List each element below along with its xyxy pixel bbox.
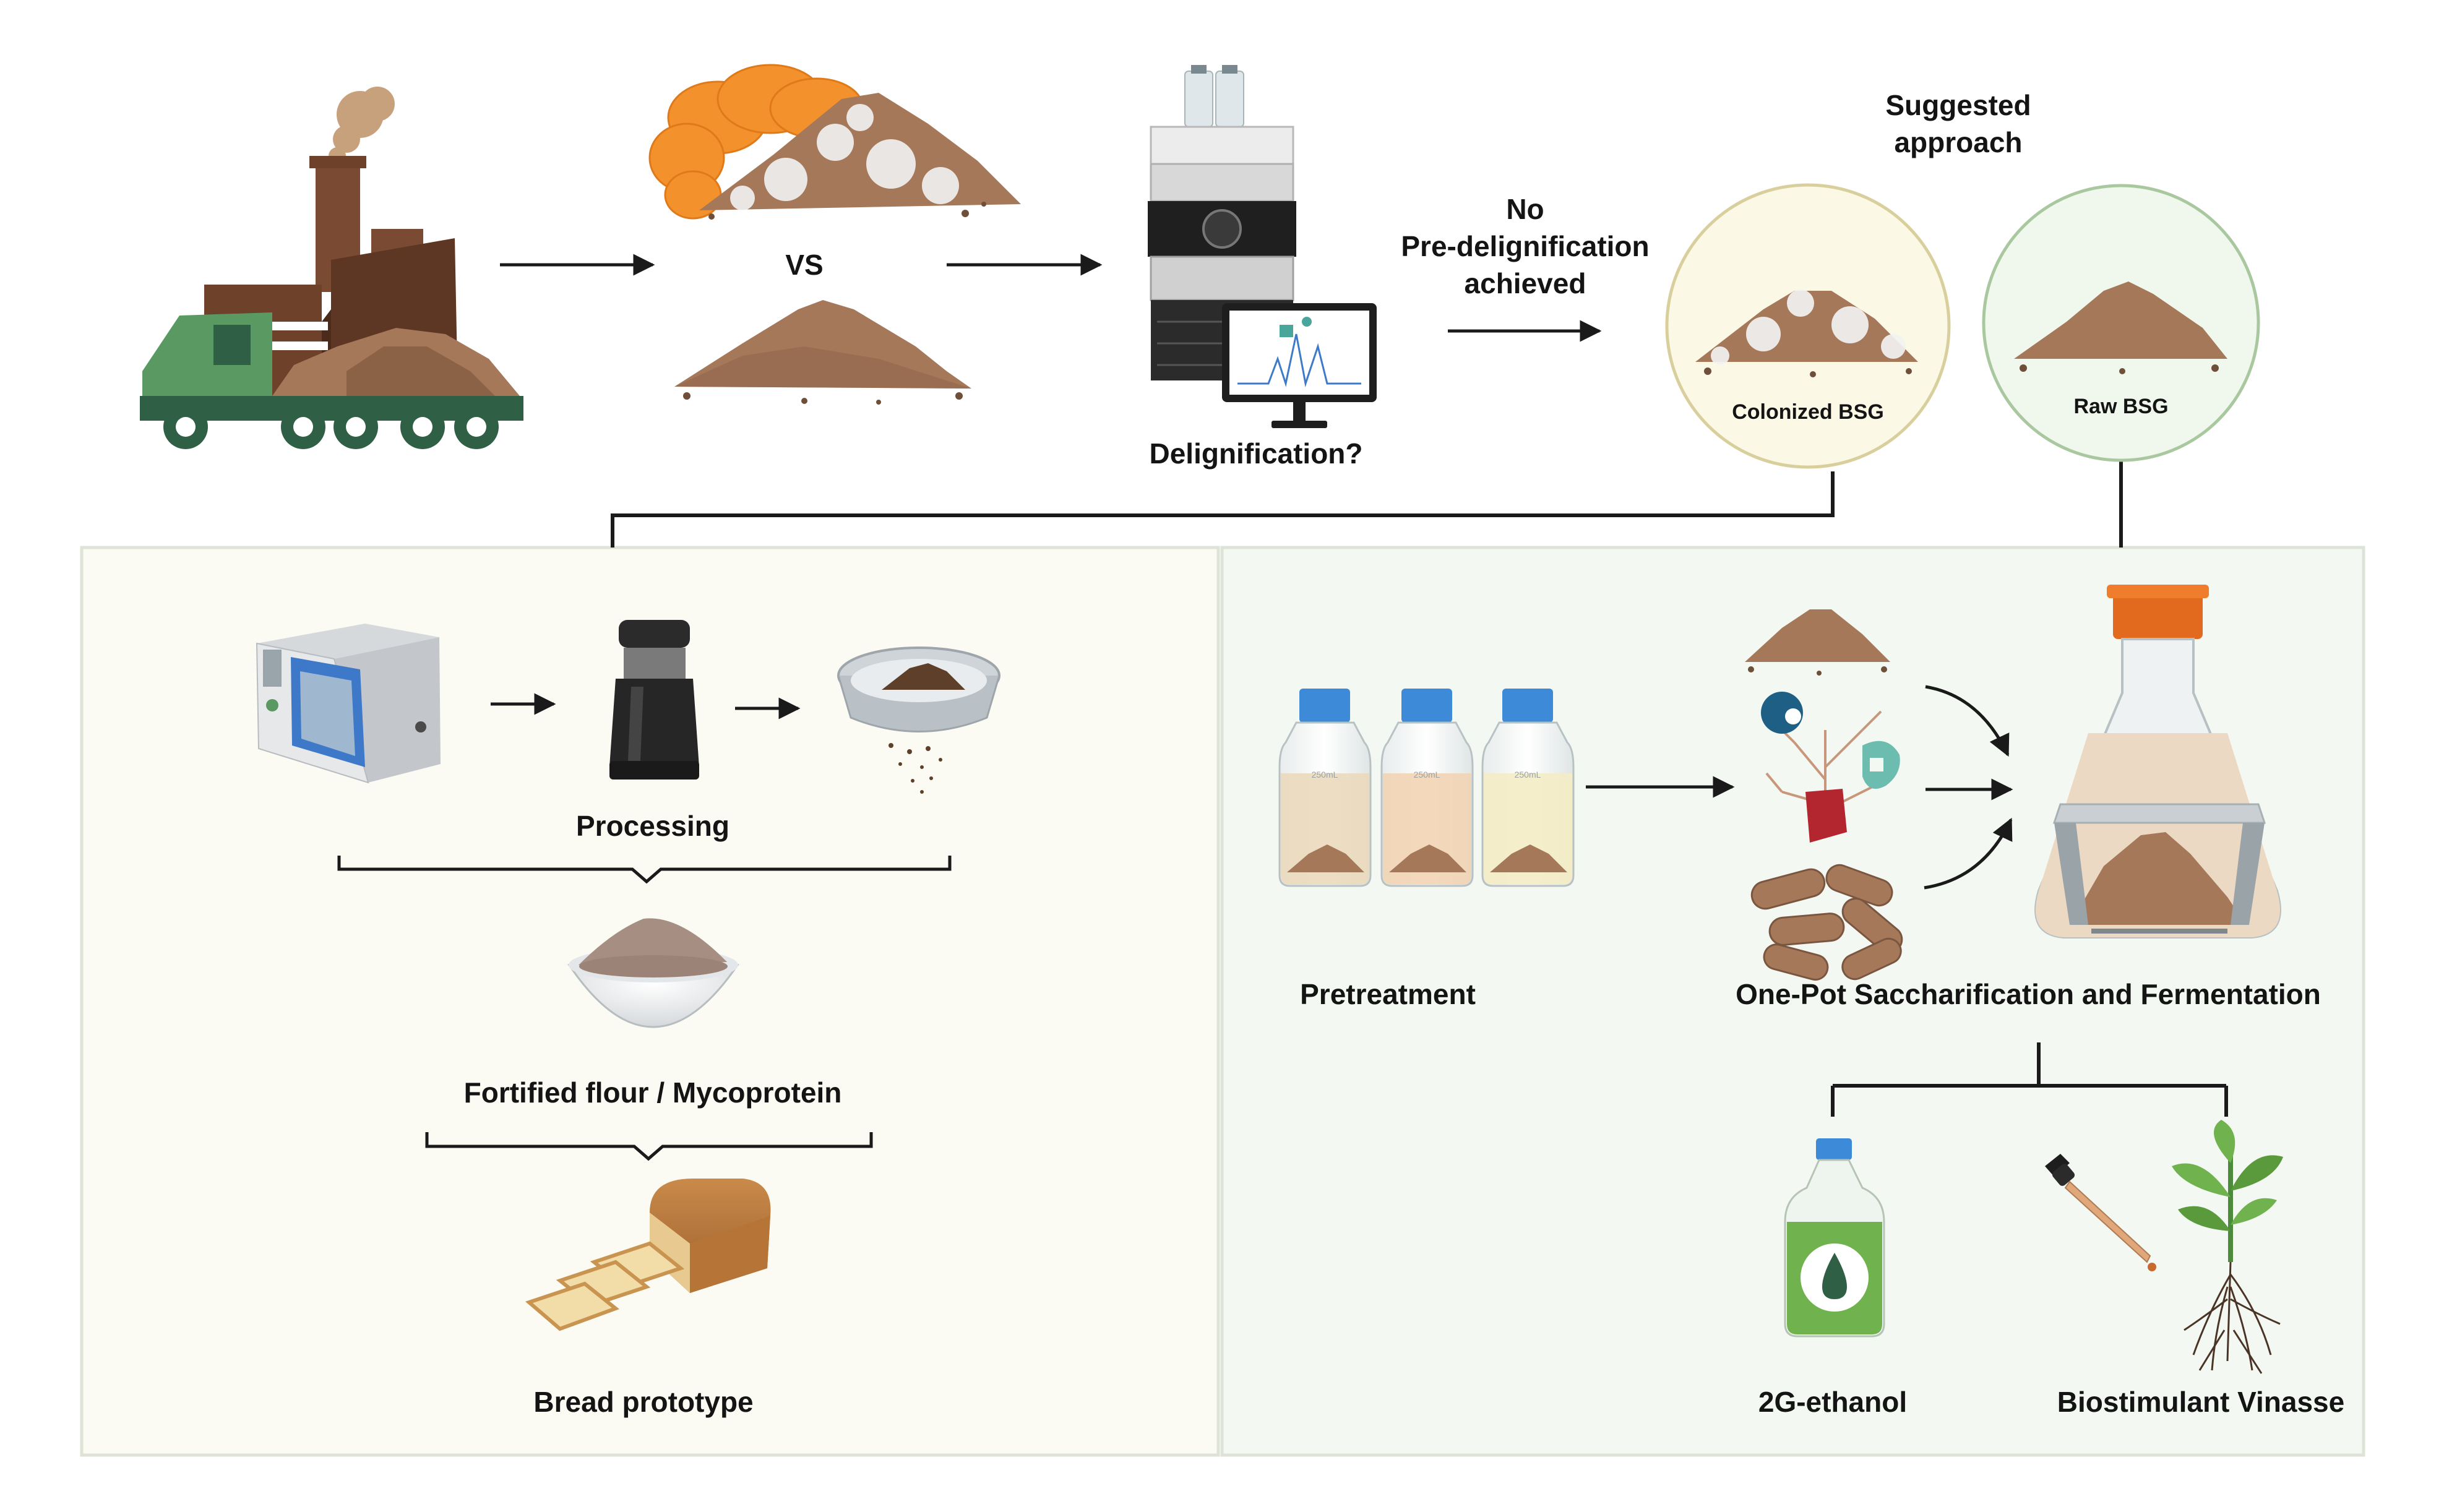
pretreatment-bottles-icon bbox=[1278, 689, 1575, 887]
no-predelig-line1: No bbox=[1506, 193, 1544, 225]
raw-bsg-label: Raw BSG bbox=[2073, 395, 2169, 418]
no-predelig-line3: achieved bbox=[1464, 267, 1586, 299]
suggested-line2: approach bbox=[1894, 126, 2023, 158]
processing-bracket bbox=[337, 856, 952, 884]
fermentation-flask-icon bbox=[2034, 585, 2281, 939]
raw-bsg-pile-icon bbox=[2014, 281, 2227, 374]
flour-bracket bbox=[425, 1132, 873, 1161]
factory-truck-icon bbox=[140, 87, 523, 449]
colonized-pile-icon bbox=[648, 64, 1021, 220]
bread-prototype-label: Bread prototype bbox=[533, 1386, 754, 1418]
bread-loaf-icon bbox=[525, 1179, 771, 1331]
arrow-bsg-to-flask bbox=[1925, 685, 2010, 757]
products-connector bbox=[1831, 1042, 2228, 1117]
bottle-volume-label-3: 250mL bbox=[1514, 770, 1541, 780]
delignification-label: Delignification? bbox=[1149, 437, 1363, 470]
no-predelig-line2: Pre-delignification bbox=[1401, 230, 1650, 262]
arrow-yeast-to-flask bbox=[1924, 817, 2013, 890]
bottle-volume-label-2: 250mL bbox=[1413, 770, 1440, 780]
flour-bowl-icon bbox=[567, 918, 739, 1028]
chromatogram-monitor-icon bbox=[1222, 303, 1377, 428]
processing-label: Processing bbox=[576, 810, 729, 842]
ethanol-label: 2G-ethanol bbox=[1758, 1386, 1908, 1418]
vinasse-label: Biostimulant Vinasse bbox=[2057, 1386, 2345, 1418]
grinder-icon bbox=[609, 620, 699, 780]
bsg-input-pile-icon bbox=[1745, 609, 1890, 676]
sieve-icon bbox=[837, 646, 1000, 794]
pretreatment-label: Pretreatment bbox=[1300, 978, 1476, 1010]
drying-oven-icon bbox=[256, 624, 441, 784]
bottle-volume-label-1: 250mL bbox=[1311, 770, 1338, 780]
colonized-to-left-connector bbox=[611, 471, 1835, 548]
suggested-line1: Suggested bbox=[1885, 89, 2031, 121]
colonized-bsg-pile-icon bbox=[1695, 290, 1918, 377]
vs-label: VS bbox=[785, 249, 824, 281]
yeast-cells-icon bbox=[1750, 864, 1903, 981]
ethanol-bottle-icon bbox=[1784, 1138, 1885, 1338]
fungal-enzymes-icon bbox=[1761, 692, 1900, 843]
ospf-label: One-Pot Saccharification and Fermentatio… bbox=[1736, 978, 2321, 1010]
raw-pile-icon bbox=[674, 300, 971, 405]
plant-seedling-icon bbox=[2172, 1120, 2283, 1374]
colonized-bsg-label: Colonized BSG bbox=[1732, 400, 1884, 424]
dropper-icon bbox=[2045, 1154, 2156, 1271]
fortified-flour-label: Fortified flour / Mycoprotein bbox=[463, 1076, 842, 1109]
